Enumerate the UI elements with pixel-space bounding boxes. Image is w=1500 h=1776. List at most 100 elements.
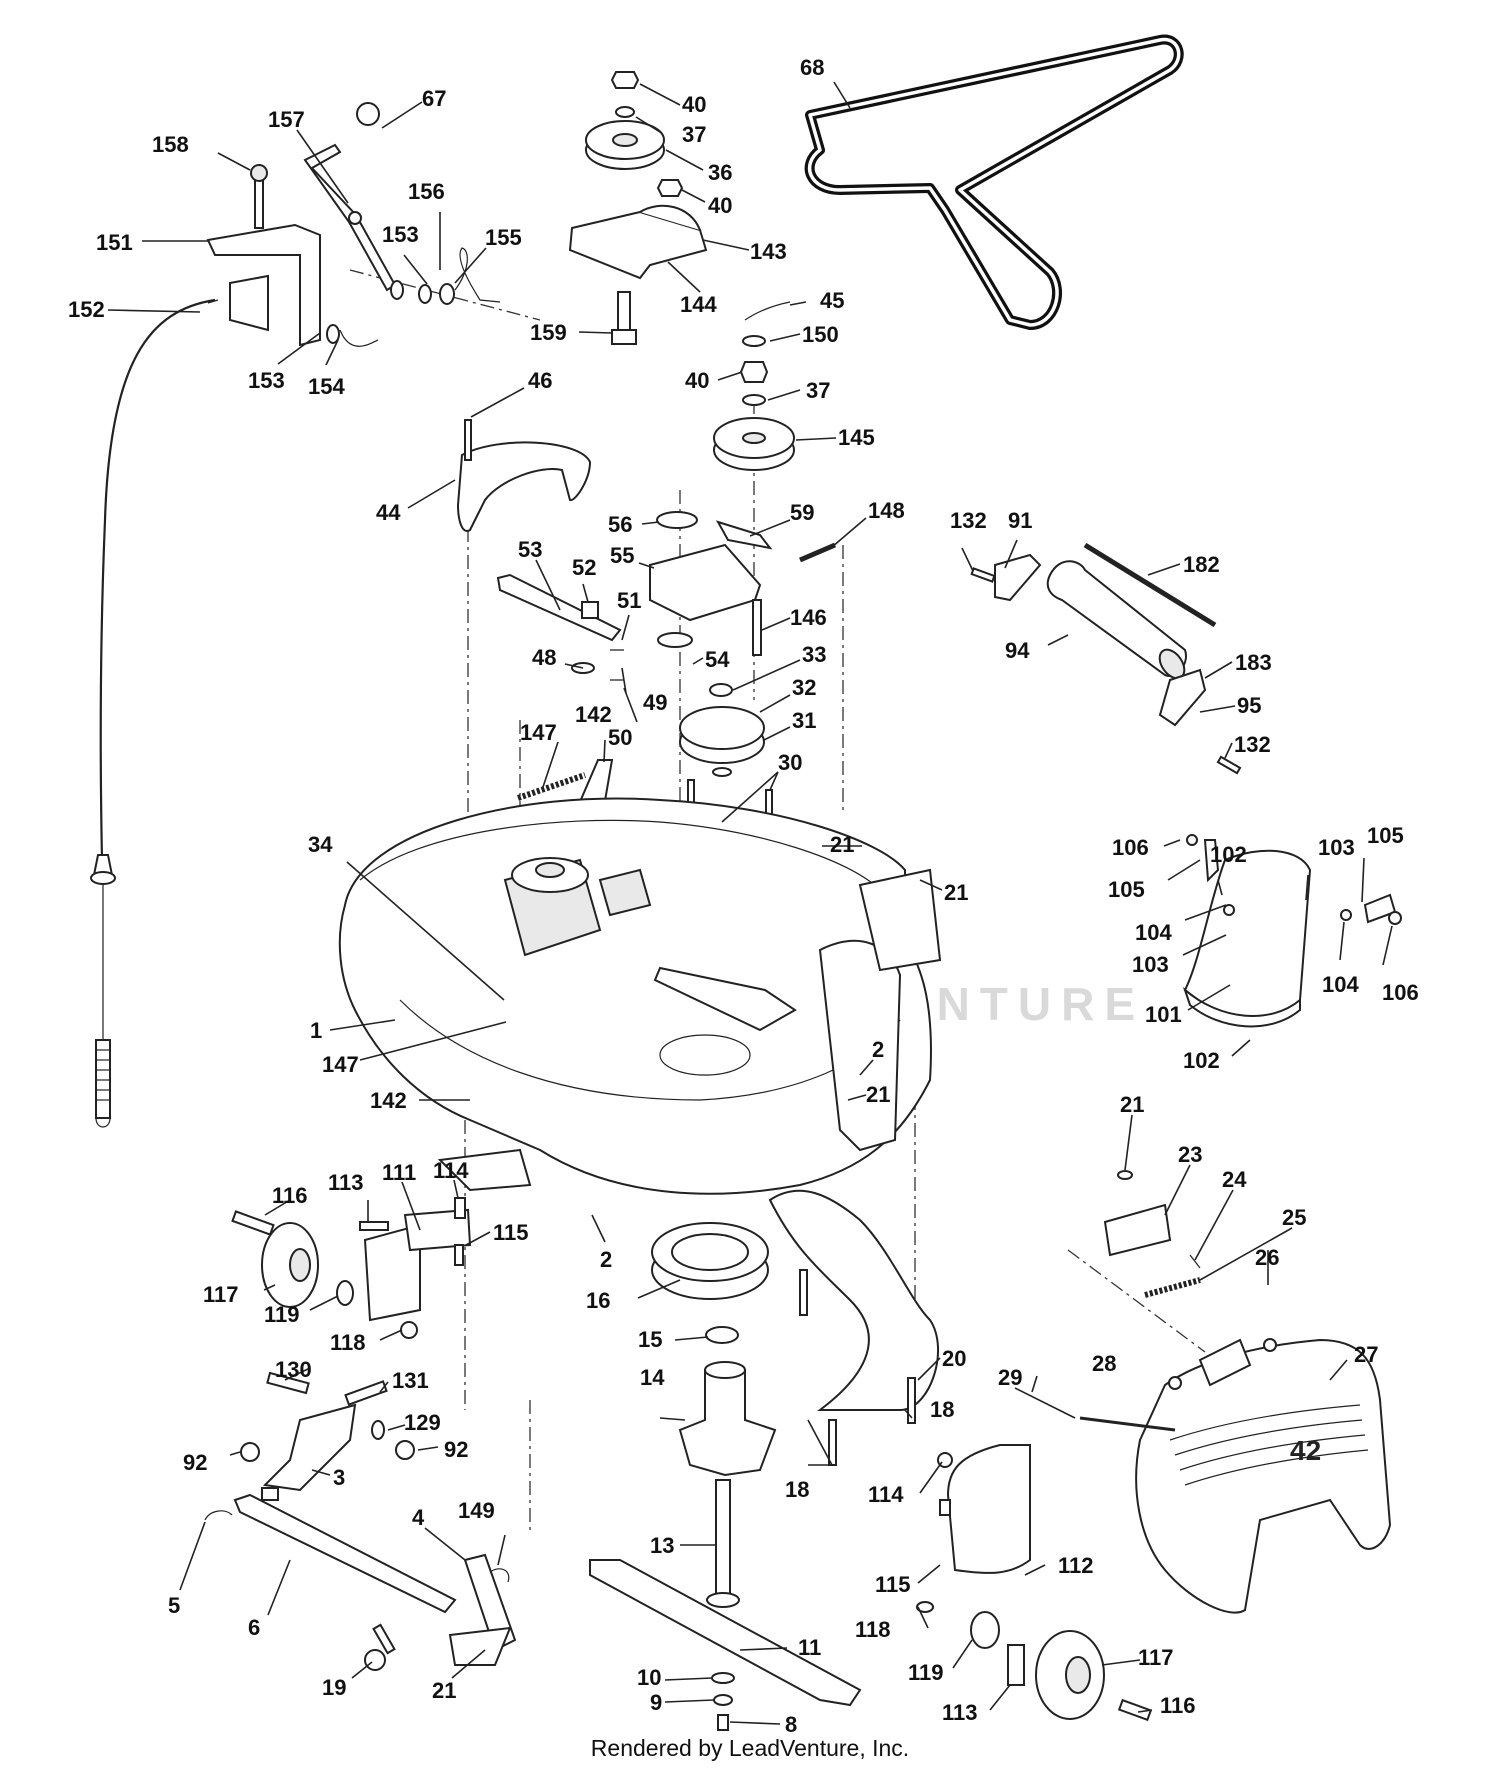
link-6 [233, 1493, 457, 1614]
bolt-46 [464, 419, 472, 461]
callout-23: 23 [1178, 1142, 1202, 1167]
callout-145: 145 [838, 425, 875, 450]
callout-3: 3 [333, 1465, 345, 1490]
belt-68 [804, 34, 1184, 330]
callout-116-b: 116 [1160, 1693, 1196, 1718]
callout-143: 143 [750, 239, 787, 264]
callout-158: 158 [152, 132, 189, 157]
callout-21-d: 21 [1120, 1092, 1144, 1117]
arm-20 [768, 1189, 939, 1411]
gauge-wheel-left [231, 1197, 472, 1339]
callout-6: 6 [248, 1615, 260, 1640]
bolt-52 [581, 601, 599, 619]
callout-156: 156 [408, 179, 445, 204]
callout-114-b: 114 [868, 1482, 904, 1507]
shield-44 [456, 441, 592, 532]
callout-26: 26 [1255, 1245, 1279, 1270]
callout-147-b: 147 [322, 1052, 359, 1077]
callout-103: 103 [1318, 835, 1355, 860]
callout-106: 106 [1112, 835, 1149, 860]
callout-55: 55 [610, 543, 634, 568]
callout-151: 151 [96, 230, 133, 255]
washer-56 [656, 511, 698, 529]
callout-102: 102 [1210, 842, 1247, 867]
callout-49: 49 [643, 690, 667, 715]
spindle-blade-assembly [589, 1189, 939, 1731]
callout-19: 19 [322, 1675, 346, 1700]
callout-46: 46 [528, 368, 552, 393]
callout-5: 5 [168, 1593, 180, 1618]
bracket-3 [262, 1403, 357, 1492]
callout-13: 13 [650, 1533, 674, 1558]
bracket-4 [463, 1553, 517, 1652]
callout-40: 40 [682, 92, 706, 117]
callout-129: 129 [404, 1410, 441, 1435]
callout-95: 95 [1237, 693, 1261, 718]
callout-153-b: 153 [248, 368, 285, 393]
callout-105: 105 [1367, 823, 1404, 848]
callout-14: 14 [640, 1365, 665, 1390]
callout-92-b: 92 [444, 1437, 468, 1462]
callout-21-e: 21 [432, 1678, 456, 1703]
callout-92: 92 [183, 1450, 207, 1475]
callout-153: 153 [382, 222, 419, 247]
callout-112: 112 [1058, 1553, 1094, 1578]
callout-111: 111 [382, 1160, 416, 1185]
callout-132-b: 132 [1234, 732, 1271, 757]
callout-54: 54 [705, 647, 730, 672]
callout-102-b: 102 [1183, 1048, 1220, 1073]
callout-117-b: 117 [1138, 1645, 1174, 1670]
callout-44: 44 [376, 500, 401, 525]
deck-housing-1 [338, 797, 942, 1195]
bracket-111 [363, 1223, 421, 1322]
lift-lever-assembly [90, 102, 501, 1128]
callout-157: 157 [268, 107, 305, 132]
belt-guide-assembly [1103, 1170, 1201, 1298]
callout-21: 21 [830, 832, 854, 857]
callout-45: 45 [820, 288, 844, 313]
blade-11 [589, 1559, 862, 1707]
front-lift-assembly [204, 1371, 517, 1671]
callout-53: 53 [518, 537, 542, 562]
callout-91: 91 [1008, 508, 1032, 533]
bearing-15 [705, 1326, 739, 1344]
spring-end [95, 1039, 111, 1119]
callout-51: 51 [617, 588, 641, 613]
callout-9: 9 [650, 1690, 662, 1715]
callout-131: 131 [392, 1368, 429, 1393]
callout-29: 29 [998, 1365, 1022, 1390]
callout-37-b: 37 [806, 378, 830, 403]
belt-cover-27: 42 [1079, 1338, 1392, 1614]
callout-113: 113 [328, 1170, 364, 1195]
leader-lines [107, 81, 1393, 1725]
callout-132: 132 [950, 508, 987, 533]
callout-116: 116 [272, 1183, 308, 1208]
callout-182: 182 [1183, 552, 1220, 577]
callout-18: 18 [930, 1397, 954, 1422]
callout-32: 32 [792, 675, 816, 700]
callout-101: 101 [1145, 1002, 1182, 1027]
callout-119: 119 [264, 1302, 300, 1327]
callout-56: 56 [608, 512, 632, 537]
callout-33: 33 [802, 642, 826, 667]
callout-152: 152 [68, 297, 105, 322]
callout-113-b: 113 [942, 1700, 978, 1725]
callout-1: 1 [310, 1018, 322, 1043]
callout-59: 59 [790, 500, 814, 525]
callout-25: 25 [1282, 1205, 1306, 1230]
callout-34: 34 [308, 832, 333, 857]
idler-pulley-assembly-top [568, 71, 708, 345]
callout-31: 31 [792, 708, 816, 733]
footer-credit: Rendered by LeadVenture, Inc. [590, 1735, 910, 1761]
callout-52: 52 [572, 555, 596, 580]
callout-119-b: 119 [908, 1660, 944, 1685]
washer-54 [657, 632, 693, 648]
plate-55 [649, 543, 762, 622]
callout-142-b: 142 [370, 1088, 407, 1113]
spindle-14 [678, 1369, 777, 1477]
callout-68: 68 [800, 55, 824, 80]
callout-150: 150 [802, 322, 839, 347]
callout-105-b: 105 [1108, 877, 1145, 902]
bracket-95 [1158, 668, 1207, 727]
